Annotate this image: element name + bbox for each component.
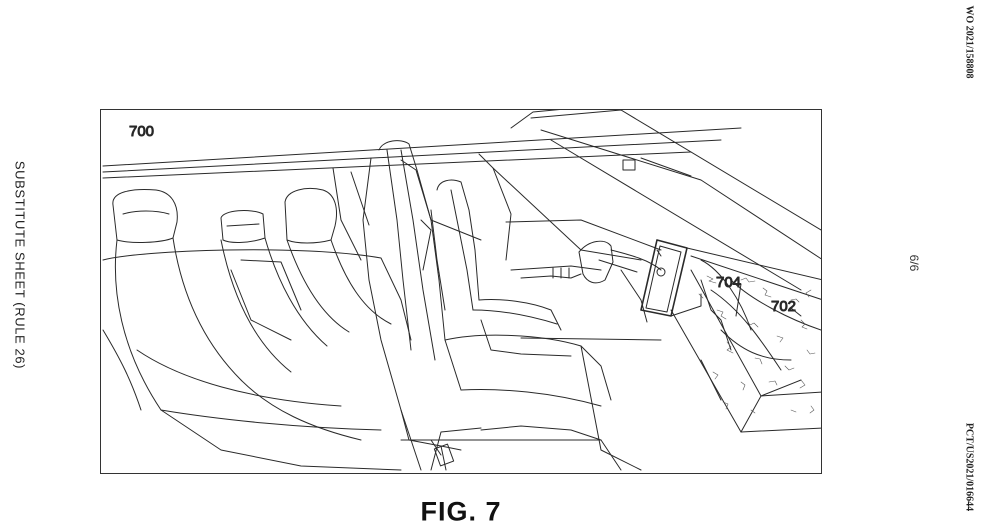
ref-700: 700	[129, 123, 154, 140]
substitute-sheet-label: SUBSTITUTE SHEET (RULE 26)	[12, 160, 28, 370]
publication-number: WO 2021/158808	[963, 5, 975, 79]
application-number: PCT/US2021/016644	[963, 422, 975, 512]
patent-drawing-frame: 700 704 702	[100, 109, 822, 474]
sheet-number: 6/6	[907, 254, 921, 272]
steering-wheel	[510, 240, 662, 284]
dashboard-texture	[698, 275, 816, 414]
center-display	[620, 239, 702, 323]
front-seat-foreground	[362, 140, 622, 471]
floor-lines	[520, 337, 662, 471]
ref-704: 704	[716, 274, 741, 291]
rear-headrest-left	[112, 189, 178, 243]
rear-bench-seat	[102, 237, 412, 471]
roof-lines	[102, 110, 821, 291]
driver-seat	[420, 179, 572, 357]
rear-headrest-center	[220, 210, 266, 243]
vehicle-interior-drawing: 700 704 702	[102, 110, 821, 471]
figure-caption: FIG. 7	[420, 496, 502, 527]
door-frame	[332, 153, 662, 261]
ref-702: 702	[771, 298, 796, 315]
leader-lines	[735, 283, 802, 317]
dashboard-panel	[670, 247, 821, 433]
rear-headrest-right	[284, 188, 337, 244]
